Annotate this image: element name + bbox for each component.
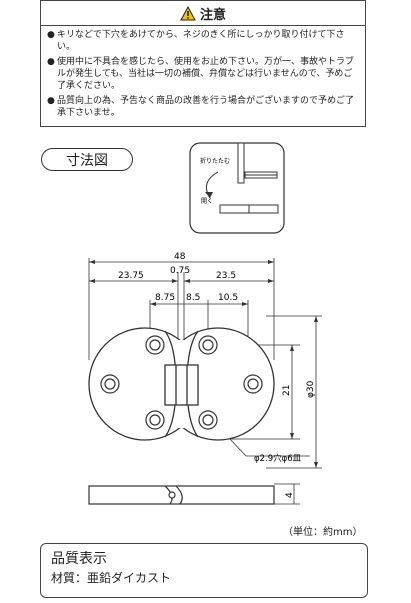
diameter-label: φ30: [306, 380, 316, 398]
left-half-label: 23.75: [118, 271, 144, 281]
open-label: 開く: [201, 198, 213, 205]
dim-c-label: 10.5: [218, 293, 238, 303]
caution-item: ●品質向上の為、予告なく商品の改善を行う場合がございますので予めご了承下さいませ…: [47, 96, 355, 118]
screw-holes: [100, 335, 263, 430]
dim-b-label: 8.5: [186, 293, 200, 303]
bullet-icon: ●: [47, 30, 55, 40]
hole-label: φ2.9穴φ6皿: [254, 453, 302, 464]
bullet-icon: ●: [47, 57, 55, 67]
overall-width-label: 48: [174, 252, 186, 262]
unit-note: （単位：約mm）: [283, 527, 363, 538]
caution-title: 注意: [199, 7, 226, 23]
caution-box: 注意 ●キリなどで下穴をあけてから、ネジのきく所にしっかり取り付けて下さい。 ●…: [40, 0, 366, 127]
fold-label: 折りたたむ: [200, 157, 230, 165]
center-gap-label: 0.75: [170, 266, 190, 276]
height-label: 21: [282, 385, 292, 396]
quality-box: 品質表示 材質：亜鉛ダイカスト: [40, 543, 368, 598]
caution-header: 注意: [41, 1, 365, 26]
right-half-label: 23.5: [216, 271, 236, 281]
hinge-side-view: [88, 485, 275, 505]
dim-a-label: 8.75: [155, 293, 175, 303]
fold-inset: 折りたたむ 開く: [189, 142, 285, 234]
section-title: 寸法図: [41, 148, 133, 171]
bullet-icon: ●: [47, 96, 55, 106]
thickness-label: 4: [285, 492, 295, 498]
warning-icon: [180, 5, 196, 20]
hinge-plan: [88, 327, 275, 441]
quality-material: 材質：亜鉛ダイカスト: [51, 571, 172, 585]
caution-item: ●キリなどで下穴をあけてから、ネジのきく所にしっかり取り付けて下さい。: [47, 30, 345, 52]
quality-title: 品質表示: [51, 551, 107, 567]
caution-item: ●使用中に不具合を感じたら、使用をお止め下さい。万が一、事故やトラブルが発生して…: [47, 57, 355, 91]
